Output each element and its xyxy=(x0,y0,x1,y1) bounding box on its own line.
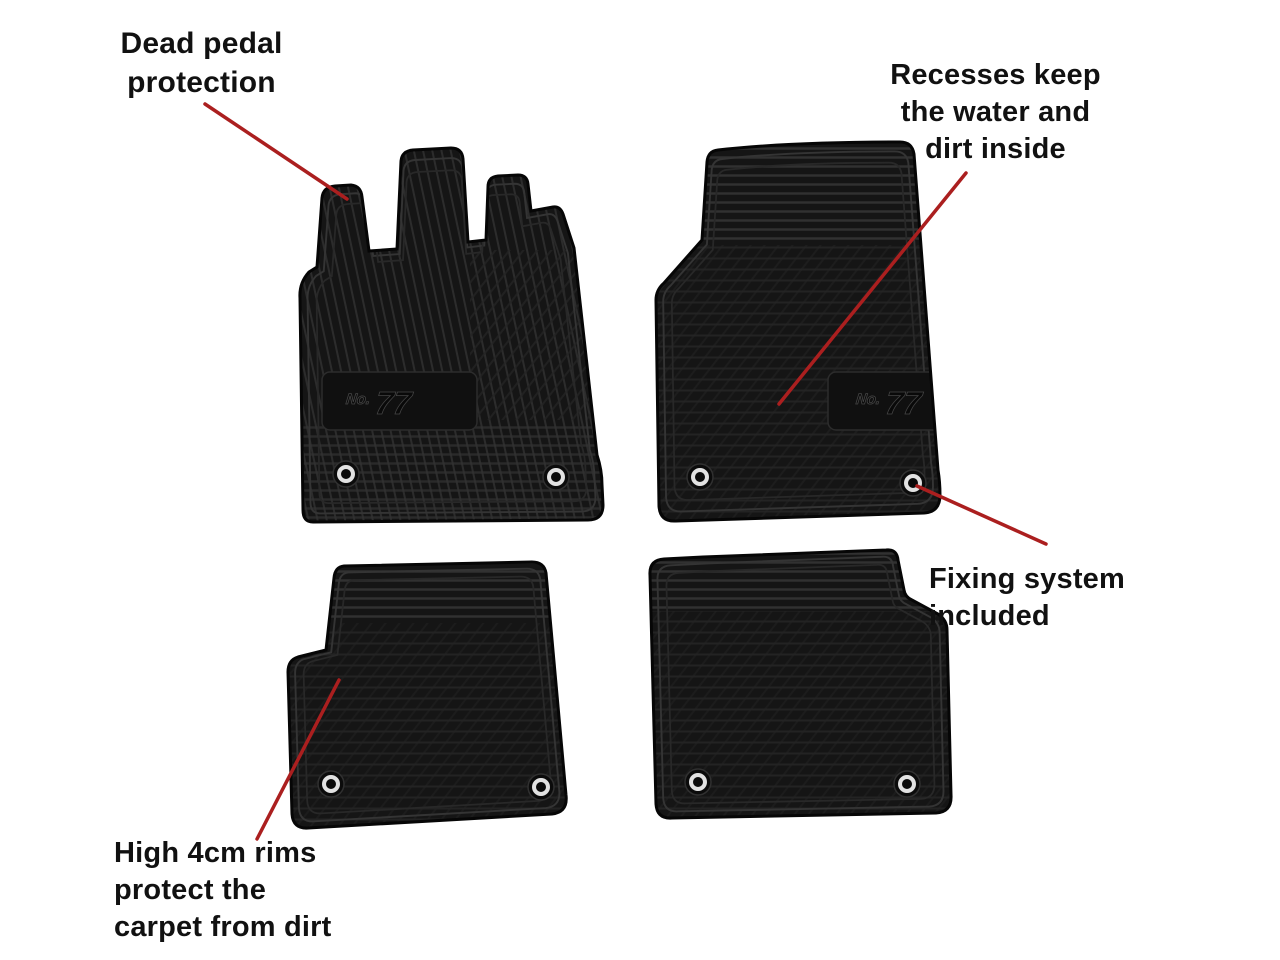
fixing-system-annotation: Fixing system included xyxy=(929,563,1125,632)
high-rims-annotation: High 4cm rims protect the carpet from di… xyxy=(114,837,332,943)
fixing-hole xyxy=(542,463,570,491)
fixing-hole xyxy=(684,768,712,796)
fixing-hole xyxy=(527,773,555,801)
rims-leader-line xyxy=(255,678,341,841)
dead-pedal-annotation: Dead pedal protection xyxy=(120,27,283,99)
svg-text:No.: No. xyxy=(855,391,881,408)
recesses-annotation: Recesses keep the water and dirt inside xyxy=(890,59,1101,165)
fixing-leader-line xyxy=(915,484,1048,546)
front-left-mat: No. 77 xyxy=(298,146,605,524)
dead-pedal-leader-line xyxy=(203,102,349,201)
front-right-mat: No. 77 xyxy=(654,140,942,523)
fixing-hole xyxy=(332,460,360,488)
svg-text:77: 77 xyxy=(884,385,926,421)
fixing-hole xyxy=(317,770,345,798)
fixing-hole xyxy=(899,469,927,497)
svg-text:77: 77 xyxy=(374,385,416,421)
brand-logo: No. 77 xyxy=(855,385,926,422)
svg-text:No.: No. xyxy=(345,391,371,408)
fixing-hole xyxy=(686,463,714,491)
brand-logo: No. 77 xyxy=(345,385,416,422)
rear-left-mat xyxy=(286,560,568,830)
recesses-leader-line xyxy=(777,171,968,406)
fixing-hole xyxy=(893,770,921,798)
rear-right-mat xyxy=(648,548,953,820)
